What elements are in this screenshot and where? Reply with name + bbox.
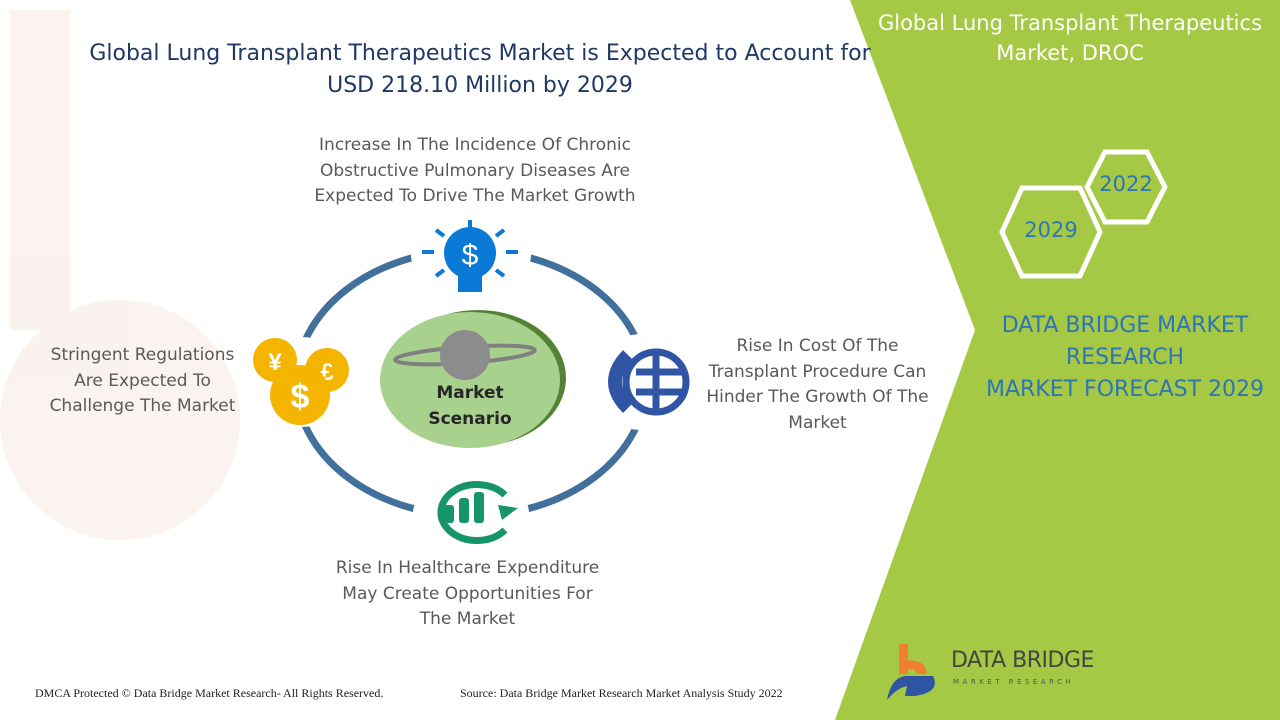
footer-source: Source: Data Bridge Market Research Mark… (460, 686, 783, 700)
growth-chart-icon (437, 481, 518, 544)
hexagon-2022 (1084, 149, 1168, 225)
year-2029: 2029 (1024, 218, 1078, 242)
logo: DATA BRIDGE MARKET RESEARCH (885, 642, 1105, 702)
panel-heading: Global Lung Transplant Therapeutics Mark… (877, 11, 1263, 65)
logo-mark-icon (887, 644, 935, 700)
driver-left: Stringent Regulations Are Expected To Ch… (49, 345, 236, 416)
svg-text:$: $ (462, 239, 479, 272)
center-line1: Market (436, 383, 504, 403)
watermark (0, 10, 240, 540)
page-title: Global Lung Transplant Therapeutics Mark… (89, 41, 871, 98)
logo-name: DATA BRIDGE (951, 648, 1094, 673)
logo-sub: MARKET RESEARCH (953, 678, 1075, 686)
svg-text:¥: ¥ (268, 349, 282, 376)
footer-copyright: DMCA Protected © Data Bridge Market Rese… (35, 686, 384, 700)
hexagon-2029 (999, 185, 1103, 279)
panel-line1: DATA BRIDGE MARKET (1001, 313, 1249, 338)
driver-bottom: Rise In Healthcare Expenditure May Creat… (335, 558, 600, 629)
panel-line3: MARKET FORECAST 2029 (985, 377, 1265, 402)
currency-coins-icon: ¥ £ $ (253, 338, 349, 425)
year-2022: 2022 (1099, 172, 1153, 196)
panel-line2: RESEARCH (1065, 345, 1185, 370)
driver-right: Rise In Cost Of The Transplant Procedure… (706, 336, 929, 433)
svg-text:$: $ (291, 378, 310, 416)
center-line2: Scenario (428, 409, 512, 429)
phone-globe-icon (608, 348, 690, 416)
lightbulb-dollar-icon: $ (422, 220, 518, 292)
driver-top: Increase In The Incidence Of Chronic Obs… (314, 135, 636, 206)
center-label: Market Scenario (380, 380, 560, 432)
